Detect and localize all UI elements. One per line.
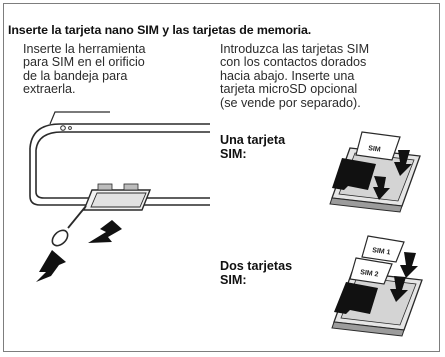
card-instruction-line: con los contactos dorados <box>220 55 367 70</box>
arrow-down-icon <box>394 150 412 176</box>
microsd-card-icon <box>332 158 376 190</box>
card-instruction-text: Introduzca las tarjetas SIM con los cont… <box>220 42 435 110</box>
card-instruction-line: hacia abajo. Inserte una <box>220 68 355 83</box>
dual-sim-label-line: SIM: <box>220 273 247 287</box>
arrow-up-icon <box>36 250 66 282</box>
dual-sim-label-line: Dos tarjetas <box>220 259 293 273</box>
single-sim-label: Una tarjeta SIM: <box>220 133 285 161</box>
single-sim-card-text: SIM <box>368 145 381 154</box>
phone-outline-icon <box>29 123 210 206</box>
sim-tray-icon <box>82 183 152 211</box>
tool-instruction-line: extraerla. <box>23 82 76 97</box>
microsd-card-icon <box>334 282 378 314</box>
dual-sim-card-text-2: SIM 1 <box>372 247 391 256</box>
card-instruction-line: (se vende por separado). <box>220 95 361 110</box>
tool-instruction-line: para SIM en el orificio <box>23 55 145 70</box>
arrow-down-icon <box>88 220 122 243</box>
card-instruction-line: Introduzca las tarjetas SIM <box>220 42 370 56</box>
arrow-down-icon <box>373 176 390 200</box>
sim-tool-icon <box>51 205 87 247</box>
single-sim-label-line: SIM: <box>220 147 247 161</box>
dual-sim-label: Dos tarjetas SIM: <box>220 259 292 287</box>
arrow-down-icon <box>400 252 418 278</box>
sim-card-icon: SIM 2 <box>349 257 393 285</box>
sim-card-icon: SIM 1 <box>361 235 405 263</box>
sim-card-icon: SIM <box>355 131 401 161</box>
dual-sim-card-text-1: SIM 2 <box>360 269 379 278</box>
tool-instruction-line: Inserte la herramienta <box>23 42 146 56</box>
single-sim-label-line: Una tarjeta <box>220 133 286 147</box>
tool-instruction-line: de la bandeja para <box>23 68 128 83</box>
tool-instruction-text: Inserte la herramienta para SIM en el or… <box>23 42 213 97</box>
camera-icon <box>60 125 66 131</box>
arrow-down-icon <box>390 276 408 302</box>
card-instruction-line: tarjeta microSD opcional <box>220 82 358 97</box>
page-title: Inserte la tarjeta nano SIM y las tarjet… <box>8 23 312 37</box>
